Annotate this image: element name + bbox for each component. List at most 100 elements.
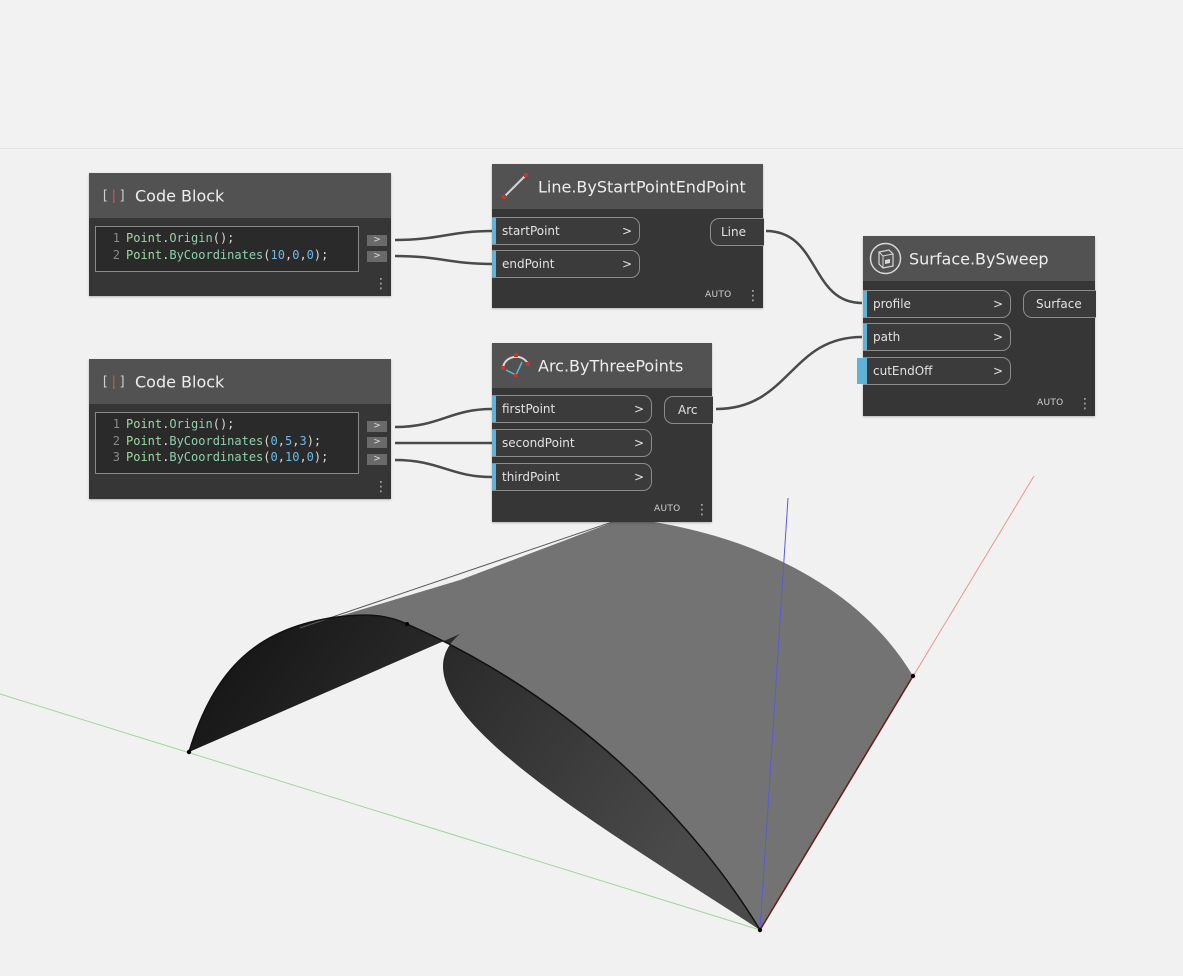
arc-by-three-points-node[interactable]: Arc.ByThreePoints firstPoint > secondPoi… [492,343,713,522]
z-axis-line [759,497,789,931]
port-arrow: > [633,470,644,484]
port-stripe [492,464,496,490]
port-arrow: > [992,297,1003,311]
code-token: . [162,231,170,245]
input-port-startpoint[interactable]: startPoint > [492,217,640,245]
code-token: ByCoordinates [169,450,264,464]
line-number: 3 [112,450,120,464]
lacing-label: AUTO [654,504,681,514]
output-port-2[interactable]: > [367,251,387,262]
code-block-icon: [|] [101,374,128,389]
arc-path-edge [188,614,761,931]
code-token: Point [126,417,163,431]
port-stripe [492,218,496,244]
code-token: 3 [299,433,307,448]
output-port-3[interactable]: > [367,454,387,465]
code-token: , [284,247,293,262]
code-token: 10 [284,450,300,464]
code-token: Origin [169,231,213,245]
swept-surface-inner [189,615,760,930]
input-port-path[interactable]: path > [863,323,1011,351]
line-number: 1 [112,231,120,245]
wire-coords-to-endpoint [394,254,493,266]
code-token: . [162,417,170,431]
port-label: cutEndOff [873,364,933,378]
code-token: , [299,247,307,262]
code-token: 0 [306,450,314,464]
line-number: 2 [112,433,120,448]
line-by-start-end-node[interactable]: Line.ByStartPointEndPoint startPoint > e… [492,164,764,308]
wire-origin-to-firstpoint [394,407,493,429]
node-title: Code Block [135,186,225,205]
node-title: Surface.BySweep [909,249,1049,268]
output-port-surface[interactable]: Surface [1023,290,1096,318]
surface-by-sweep-node[interactable]: Surface.BySweep profile > path > cutEndO… [857,236,1096,416]
output-port-1[interactable]: > [367,235,387,246]
port-label: thirdPoint [502,470,560,484]
node-header[interactable]: [|] Code Block [89,359,391,404]
lacing-label: AUTO [1037,398,1064,408]
port-arrow: > [621,224,632,238]
code-token: ); [306,433,322,448]
code-token: Point [126,247,163,262]
output-port-arc[interactable]: Arc [664,396,713,424]
node-menu-icon[interactable]: ⋮ [695,502,709,518]
port-stripe [492,430,496,456]
code-block-icon: [|] [101,188,128,203]
node-menu-icon[interactable]: ⋮ [746,288,760,304]
input-port-profile[interactable]: profile > [863,290,1011,318]
input-port-endpoint[interactable]: endPoint > [492,250,640,278]
input-port-firstpoint[interactable]: firstPoint > [492,395,652,423]
port-label: firstPoint [502,402,556,416]
node-menu-icon[interactable]: ⋮ [374,276,388,292]
output-port-line[interactable]: Line [710,218,764,246]
code-token: . [162,247,170,262]
input-port-thirdpoint[interactable]: thirdPoint > [492,463,652,491]
output-port-2[interactable]: > [367,437,387,448]
wire-arc-to-path [715,335,863,411]
code-token: ( [263,247,271,262]
node-header[interactable]: Arc.ByThreePoints [492,343,712,388]
port-label: Line [721,225,747,239]
code-token: , [277,450,285,464]
input-port-cutendoff[interactable]: cutEndOff > [857,357,1011,385]
port-label: Arc [678,403,698,417]
code-token: ( [263,433,271,448]
node-title: Arc.ByThreePoints [538,356,684,375]
sweep-surface-icon [869,242,902,275]
point-marker [186,749,192,755]
node-header[interactable]: [|] Code Block [89,173,391,218]
code-token: Point [126,450,163,464]
port-label: endPoint [502,257,555,271]
wire-origin-to-startpoint [394,229,493,242]
port-label: path [873,330,901,344]
port-stripe [857,358,867,384]
node-header[interactable]: Line.ByStartPointEndPoint [492,164,763,209]
code-token: . [162,450,170,464]
code-token: (); [212,417,235,431]
arc-icon [501,353,530,377]
code-token: ( [263,450,271,464]
output-port-1[interactable]: > [367,421,387,432]
node-menu-icon[interactable]: ⋮ [374,479,388,495]
port-arrow: > [992,330,1003,344]
node-menu-icon[interactable]: ⋮ [1078,396,1092,412]
port-label: startPoint [502,224,560,238]
port-label: Surface [1036,297,1082,311]
y-axis-line [0,693,761,931]
port-stripe [863,324,867,350]
code-token: . [162,433,170,448]
input-port-secondpoint[interactable]: secondPoint > [492,429,652,457]
node-header[interactable]: Surface.BySweep [863,236,1095,281]
code-token: Origin [169,417,213,431]
